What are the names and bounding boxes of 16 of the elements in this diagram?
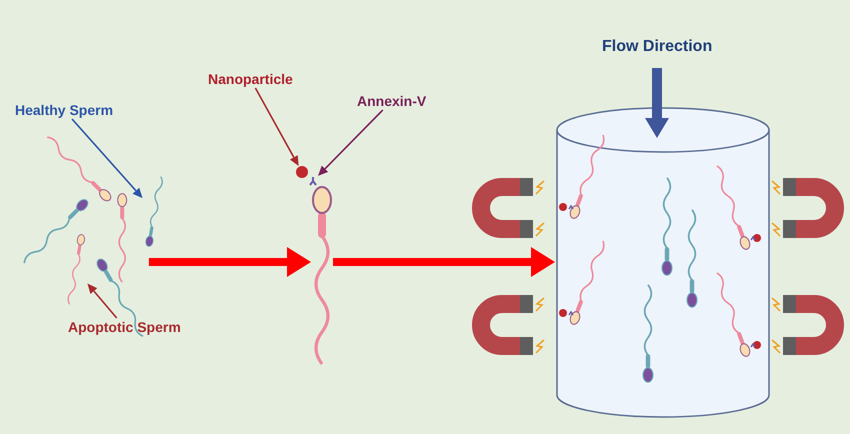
callout-label: Nanoparticle [208,70,293,88]
arrow [148,250,311,274]
column-drawing [555,106,771,419]
labeled-sperm-drawing [311,185,333,366]
callout-label: Annexin-V [357,92,426,110]
direction-label: Flow Direction [602,38,712,56]
leader-line [71,118,142,198]
callout-label: Apoptotic Sperm [68,318,181,336]
leader-line [254,88,298,166]
leader-line [88,284,118,319]
antibody-icon [308,175,318,187]
callout-label: Healthy Sperm [15,101,114,119]
arrow [333,250,555,274]
nanoparticle-icon [296,166,308,178]
healthy-sperm-icon [142,174,166,249]
leader-line [318,109,384,176]
